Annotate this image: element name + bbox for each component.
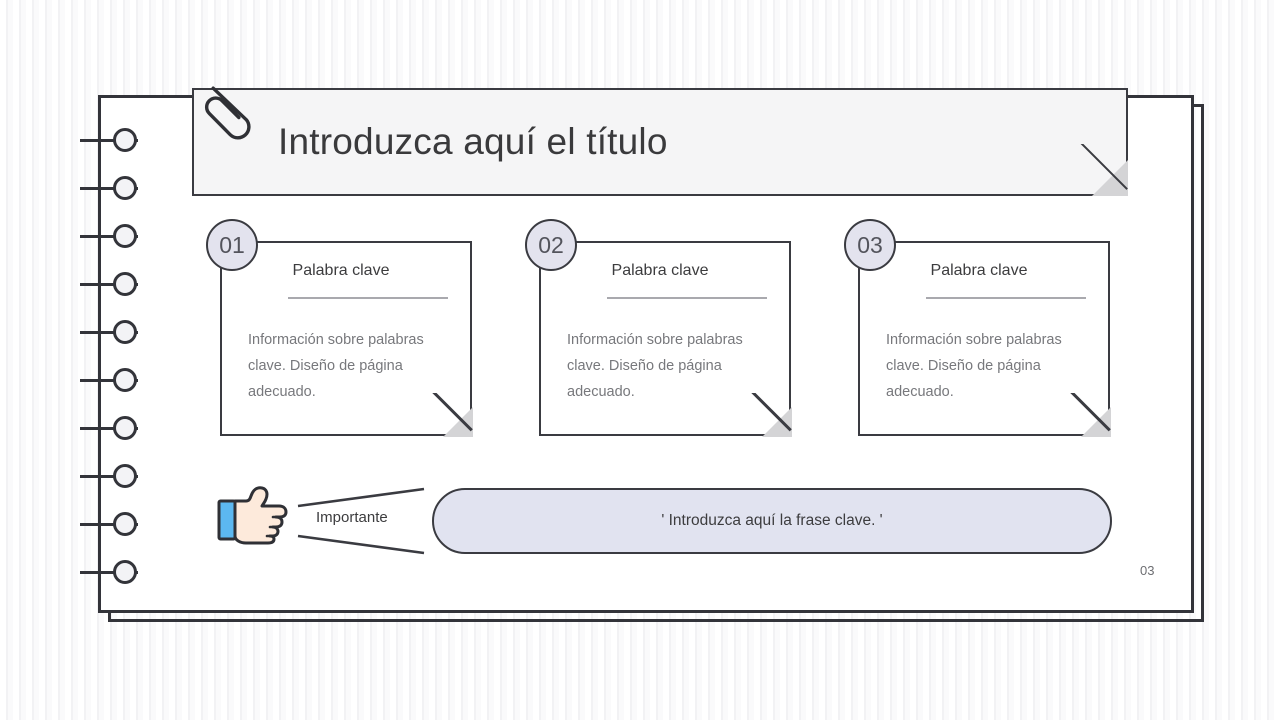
- binding-line: [80, 571, 138, 574]
- spiral-binding: [80, 95, 150, 615]
- binding-line: [80, 235, 138, 238]
- keyword-card[interactable]: 02 Palabra clave Información sobre palab…: [525, 219, 792, 437]
- binding-ring: [113, 128, 137, 152]
- binding-line: [80, 283, 138, 286]
- binding-line: [80, 331, 138, 334]
- card-title: Palabra clave: [611, 262, 709, 279]
- card-divider: [926, 297, 1086, 299]
- card-body-text: Información sobre palabras clave. Diseño…: [567, 332, 743, 400]
- binding-ring: [113, 464, 137, 488]
- binding-line: [80, 139, 138, 142]
- binding-ring: [113, 560, 137, 584]
- card-body-text: Información sobre palabras clave. Diseño…: [886, 332, 1062, 400]
- card-fold-edge: [748, 393, 792, 437]
- binding-ring: [113, 512, 137, 536]
- page-number: 03: [1140, 563, 1155, 578]
- card-number-badge: 03: [844, 219, 896, 271]
- binding-line: [80, 475, 138, 478]
- callout-connector-lines: [297, 487, 425, 555]
- page-title: Introduzca aquí el título: [278, 121, 668, 162]
- keyword-card[interactable]: 03 Palabra clave Información sobre palab…: [844, 219, 1111, 437]
- card-title: Palabra clave: [292, 262, 390, 279]
- card-number-badge: 01: [206, 219, 258, 271]
- card-divider: [607, 297, 767, 299]
- card-body-text: Información sobre palabras clave. Diseño…: [248, 332, 424, 400]
- binding-ring: [113, 272, 137, 296]
- key-phrase-text: ' Introduzca aquí la frase clave. ': [661, 512, 883, 529]
- binding-ring: [113, 224, 137, 248]
- card-number-badge: 02: [525, 219, 577, 271]
- binding-line: [80, 523, 138, 526]
- binding-ring: [113, 176, 137, 200]
- binding-line: [80, 427, 138, 430]
- card-title: Palabra clave: [930, 262, 1028, 279]
- binding-ring: [113, 320, 137, 344]
- important-label: Importante: [316, 509, 388, 526]
- binding-line: [80, 379, 138, 382]
- binding-line: [80, 187, 138, 190]
- key-phrase-pill[interactable]: ' Introduzca aquí la frase clave. ': [432, 488, 1112, 554]
- slide-title-bar: Introduzca aquí el título: [192, 88, 1128, 196]
- pointing-hand-icon: [217, 486, 288, 545]
- title-fold-edge: [1076, 144, 1128, 196]
- card-divider: [288, 297, 448, 299]
- card-fold-edge: [429, 393, 473, 437]
- binding-ring: [113, 368, 137, 392]
- binding-ring: [113, 416, 137, 440]
- card-fold-edge: [1067, 393, 1111, 437]
- keyword-card[interactable]: 01 Palabra clave Información sobre palab…: [206, 219, 473, 437]
